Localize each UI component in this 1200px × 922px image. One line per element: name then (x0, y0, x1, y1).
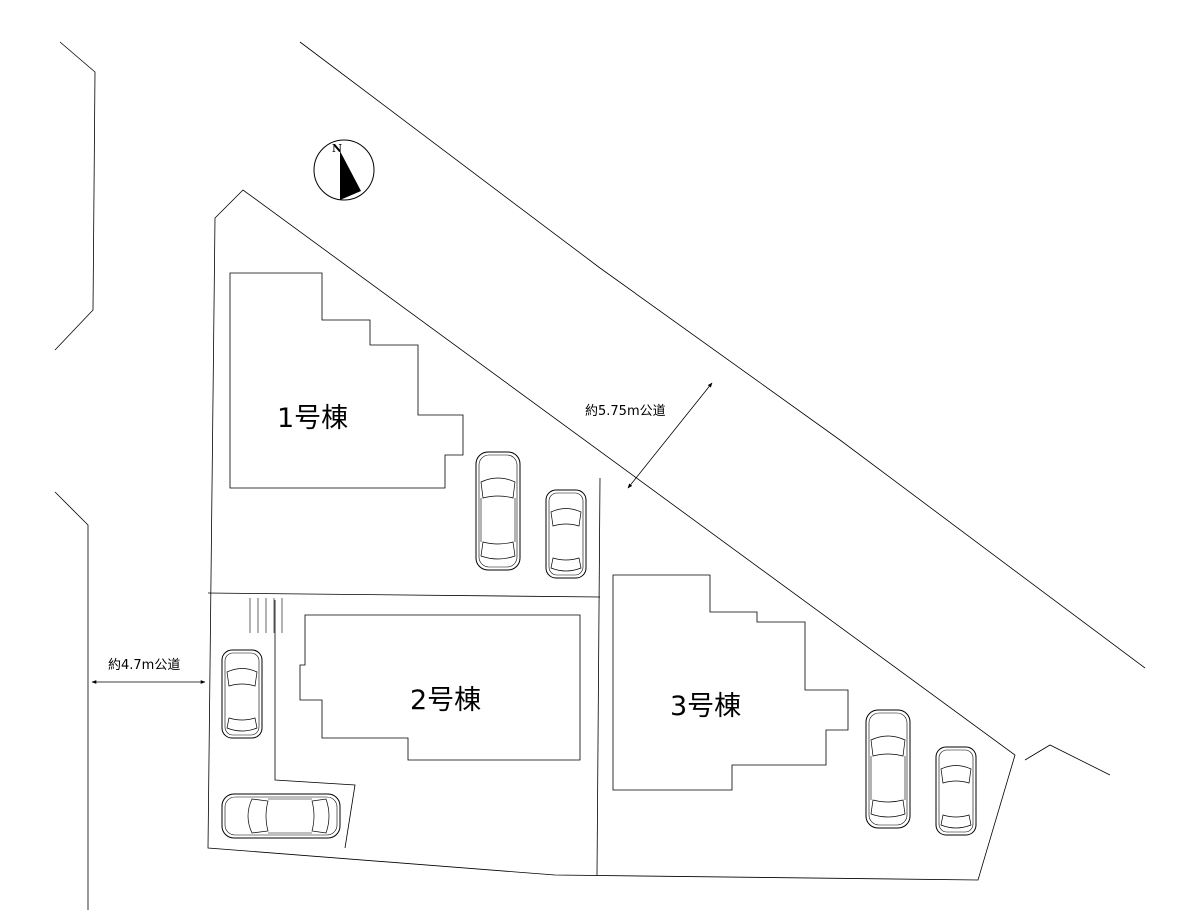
road-width-arrow-north (627, 382, 713, 489)
building-3-outline (612, 574, 849, 791)
car-lot-1-b (545, 489, 587, 579)
north-road-label: 約5.75m公道 (585, 404, 666, 419)
building-3-label: 3号棟 (670, 691, 742, 722)
building-1-outline (229, 272, 464, 489)
car-lot-3-b (935, 746, 977, 836)
compass: N (313, 139, 375, 201)
car-lot-3-a (865, 709, 911, 829)
road-corner (1024, 744, 1111, 776)
building-1-label: 1号棟 (277, 403, 349, 434)
building-2-label: 2号棟 (410, 685, 482, 716)
car-lot-2-b (221, 793, 341, 839)
car-lot-2-a (221, 649, 263, 739)
lot-divider-horizontal (207, 592, 601, 598)
svg-text:N: N (332, 142, 342, 155)
building-2-outline (299, 614, 581, 761)
lot-boundary (207, 189, 1016, 881)
lot-divider-vertical (596, 477, 601, 876)
north-road-edge (299, 41, 1146, 669)
west-road-edge-south (54, 491, 89, 910)
entrance-steps (249, 598, 283, 633)
west-road-label: 約4.7m公道 (108, 658, 181, 673)
car-lot-1-a (475, 451, 521, 571)
driveway-outline (274, 600, 356, 849)
west-road-edge-north (54, 41, 96, 351)
